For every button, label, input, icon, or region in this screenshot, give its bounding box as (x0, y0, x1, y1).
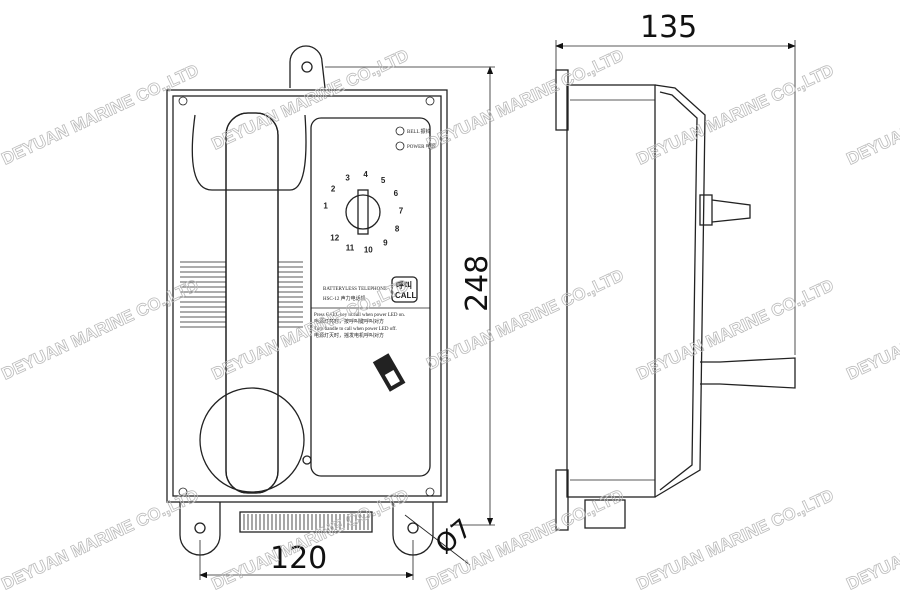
instruction-4: 电源灯灭时，摇发电机呼叫对方 (314, 332, 384, 339)
dial-number: 8 (395, 225, 400, 234)
corner-screw-icon (178, 96, 435, 497)
model-code: HSC-12 声力电话机 (323, 295, 366, 302)
watermark-text: DEYUAN MARINE CO.,LTD (844, 61, 900, 169)
watermark-text: DEYUAN MARINE CO.,LTD (844, 276, 900, 384)
bell-led-icon (395, 126, 405, 136)
call-en: CALL (395, 291, 416, 300)
watermark-text: DEYUAN MARINE CO.,LTD (424, 266, 627, 374)
dial-number: 3 (345, 173, 350, 182)
watermark-text: DEYUAN MARINE CO.,LTD (0, 276, 202, 384)
width-dimension: 120 (270, 541, 327, 576)
side-view (555, 69, 796, 531)
dial-number: 11 (346, 244, 355, 253)
dial-number: 4 (363, 170, 368, 179)
call-button (391, 276, 418, 303)
model-label: BATTERYLESS TELEPHONE (323, 287, 387, 292)
crank-handle (700, 357, 796, 389)
watermark-text: DEYUAN MARINE CO.,LTD (634, 276, 837, 384)
handset-cradle (191, 114, 307, 191)
side-cable-gland (584, 499, 626, 529)
instruction-1: Press CALL key to call when power LED on… (314, 313, 405, 318)
dial-number: 5 (381, 176, 386, 185)
dial-number: 12 (330, 233, 339, 242)
control-panel (310, 117, 431, 477)
dial-number: 7 (399, 207, 404, 216)
watermark-text: DEYUAN MARINE CO.,LTD (634, 486, 837, 594)
dial-number: 9 (383, 239, 388, 248)
dial-number: 1 (323, 201, 328, 210)
watermark-text: DEYUAN MARINE CO.,LTD (634, 61, 837, 169)
dial-number: 6 (394, 189, 399, 198)
instruction-2: 电源灯亮时，按呼叫键呼叫对方 (314, 318, 384, 325)
cable-gland (239, 511, 373, 533)
dial-number: 10 (364, 246, 373, 255)
watermark-text: DEYUAN MARINE CO.,LTD (209, 46, 412, 154)
watermark-text: DEYUAN MARINE CO.,LTD (0, 61, 202, 169)
power-led-icon (395, 141, 405, 151)
switch-icon (372, 353, 406, 392)
watermark-text: DEYUAN MARINE CO.,LTD (424, 46, 627, 154)
speaker-grille (180, 261, 303, 328)
front-housing (166, 89, 448, 503)
hole-dimension: Ø7 (430, 514, 478, 561)
power-label: POWER 电源 (407, 143, 436, 150)
instruction-3: Turn handle to call when power LED off. (314, 327, 397, 332)
handset (199, 112, 312, 494)
watermark-text: DEYUAN MARINE CO.,LTD (0, 486, 202, 594)
call-cn: 呼叫 (396, 280, 412, 290)
height-dimension: 248 (460, 255, 495, 312)
side-cover (654, 84, 706, 498)
dial-number: 2 (331, 185, 336, 194)
top-mount-tab (289, 45, 326, 89)
depth-dimension: 135 (640, 10, 697, 45)
bell-label: BELL 振铃 (407, 128, 431, 135)
watermark-text: DEYUAN MARINE CO.,LTD (844, 486, 900, 594)
